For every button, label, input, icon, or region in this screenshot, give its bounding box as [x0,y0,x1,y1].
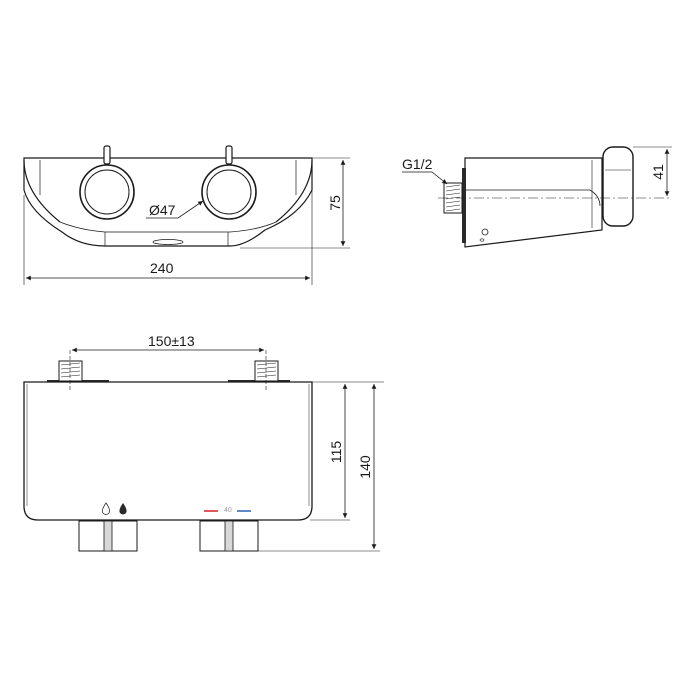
front-view [23,347,384,552]
top-height-label: 75 [327,195,343,211]
body-height-label: 115 [328,440,344,464]
water-drop-filled-icon [119,503,127,515]
offset-label: 41 [650,164,666,180]
right-valve-ring [201,145,257,220]
water-drop-outline-icon [102,502,110,515]
left-handle[interactable] [78,520,138,552]
temperature-marking: 40 [224,507,232,514]
side-view [402,146,672,248]
width-label: 240 [150,260,174,276]
thread-label: G1/2 [402,156,433,172]
diameter-label: Ø47 [149,202,176,218]
top-view [23,145,350,285]
left-valve-ring [79,145,135,220]
total-height-label: 140 [357,455,373,479]
right-handle[interactable] [199,520,259,552]
spacing-label: 150±13 [148,333,195,349]
